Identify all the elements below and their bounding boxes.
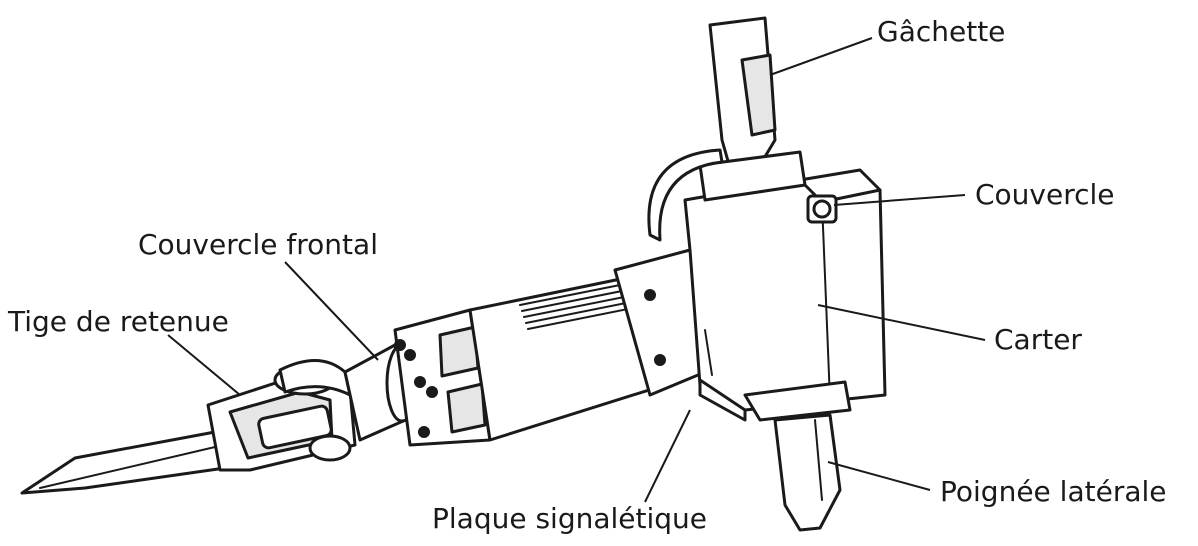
leader-trigger [769, 37, 873, 76]
leader-retaining-rod [167, 334, 241, 396]
label-housing: Carter [994, 323, 1082, 356]
chisel-bit [20, 430, 227, 495]
housing [683, 168, 887, 422]
label-retaining-rod: Tige de retenue [8, 305, 229, 338]
side-handle [743, 380, 852, 532]
leader-nameplate [644, 409, 691, 503]
leader-side-handle [827, 461, 931, 491]
leader-housing [817, 304, 986, 341]
trigger-handle [647, 16, 807, 242]
label-trigger: Gâchette [877, 15, 1006, 48]
leader-cover [833, 194, 966, 206]
barrel [468, 273, 667, 442]
label-nameplate: Plaque signalétique [432, 502, 708, 535]
leader-front-cover [284, 261, 379, 361]
label-side-handle: Poignée latérale [940, 475, 1167, 508]
label-front-cover: Couvercle frontal [138, 228, 378, 261]
label-cover: Couvercle [975, 178, 1115, 211]
leader-lines [167, 37, 986, 503]
front-flange [393, 308, 492, 447]
